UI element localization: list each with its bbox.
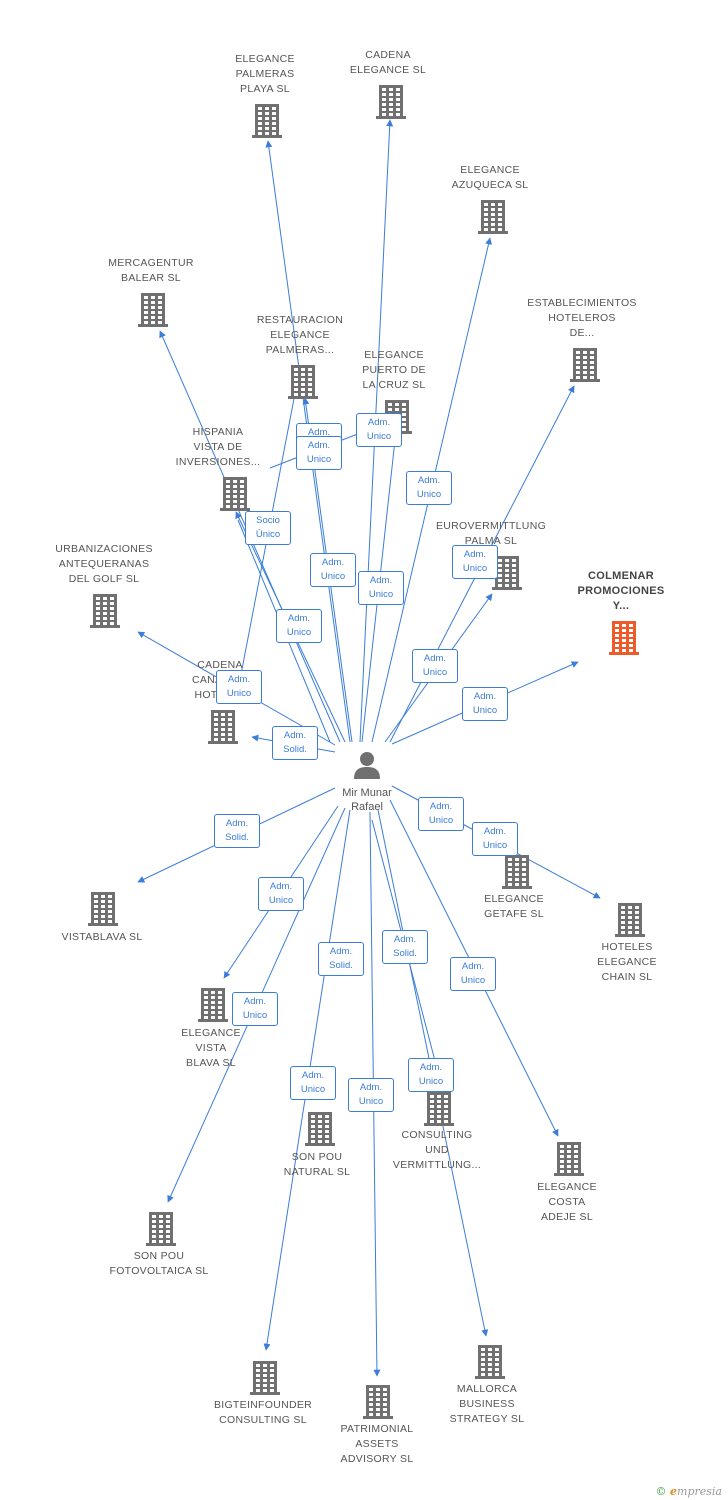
role-badge[interactable]: Adm. Solid. — [382, 930, 428, 964]
company-label-11[interactable]: COLMENAR PROMOCIONES Y... — [577, 570, 665, 612]
role-badge[interactable]: Adm. Unico — [358, 571, 404, 605]
building-icon[interactable] — [146, 1212, 176, 1246]
role-badge[interactable]: Adm. Unico — [406, 471, 452, 505]
building-icon[interactable] — [250, 1361, 280, 1395]
building-icon[interactable] — [208, 710, 238, 744]
company-label-17[interactable]: SON POU NATURAL SL — [283, 1151, 351, 1178]
company-label-1[interactable]: ELEGANCE PALMERAS PLAYA SL — [235, 53, 295, 95]
role-badge[interactable]: Adm. Solid. — [318, 942, 364, 976]
role-badge[interactable]: Adm. Unico — [408, 1058, 454, 1092]
role-badge[interactable]: Adm. Unico — [296, 436, 342, 470]
brand-rest: mpresia — [677, 1485, 722, 1498]
company-label-18[interactable]: CONSULTING UND VERMITTLUNG... — [392, 1129, 482, 1171]
role-badge[interactable]: Adm. Unico — [290, 1066, 336, 1100]
building-icon[interactable] — [570, 348, 600, 382]
role-badge[interactable]: Adm. Unico — [232, 992, 278, 1026]
person-name[interactable]: Mir Munar Rafael — [342, 787, 392, 813]
role-badge[interactable]: Adm. Unico — [452, 545, 498, 579]
company-label-15[interactable]: HOTELES ELEGANCE CHAIN SL — [597, 941, 657, 983]
person-icon[interactable] — [352, 750, 382, 780]
building-icon[interactable] — [554, 1142, 584, 1176]
company-label-20[interactable]: SON POU FOTOVOLTAICA SL — [109, 1250, 209, 1277]
company-label-4[interactable]: MERCAGENTUR BALEAR SL — [108, 257, 194, 284]
company-label-7[interactable]: ELEGANCE PUERTO DE LA CRUZ SL — [362, 349, 426, 391]
company-label-10[interactable]: URBANIZACIONES ANTEQUERANAS DEL GOLF SL — [55, 543, 153, 585]
empresia-logo[interactable]: © empresia — [656, 1485, 722, 1498]
company-label-2[interactable]: CADENA ELEGANCE SL — [349, 49, 427, 76]
building-icon[interactable] — [475, 1345, 505, 1379]
company-label-5[interactable]: ESTABLECIMIENTOS HOTELEROS DE... — [527, 297, 637, 339]
role-badge[interactable]: Adm. Unico — [418, 797, 464, 831]
company-label-9[interactable]: EUROVERMITTLUNG PALMA SL — [435, 520, 547, 547]
role-badge[interactable]: Adm. Solid. — [214, 814, 260, 848]
building-icon[interactable] — [198, 988, 228, 1022]
company-label-3[interactable]: ELEGANCE AZUQUECA SL — [451, 164, 529, 191]
role-badge[interactable]: Adm. Unico — [412, 649, 458, 683]
building-icon[interactable] — [305, 1112, 335, 1146]
building-icon[interactable] — [252, 104, 282, 138]
building-icon[interactable] — [615, 903, 645, 937]
role-badge[interactable]: Socio Único — [245, 511, 291, 545]
role-badge[interactable]: Adm. Unico — [276, 609, 322, 643]
role-badge[interactable]: Adm. Unico — [216, 670, 262, 704]
company-label-14[interactable]: VISTABLAVA SL — [61, 931, 143, 943]
building-icon[interactable] — [478, 200, 508, 234]
building-icon[interactable] — [609, 621, 639, 655]
building-icon[interactable] — [424, 1092, 454, 1126]
company-label-6[interactable]: RESTAURACION ELEGANCE PALMERAS... — [256, 314, 344, 356]
company-label-13[interactable]: ELEGANCE GETAFE SL — [484, 893, 544, 920]
role-badge[interactable]: Adm. Unico — [258, 877, 304, 911]
building-icon[interactable] — [88, 892, 118, 926]
building-icon[interactable] — [376, 85, 406, 119]
role-badge[interactable]: Adm. Unico — [310, 553, 356, 587]
role-badge[interactable]: Adm. Unico — [348, 1078, 394, 1112]
building-icon[interactable] — [363, 1385, 393, 1419]
brand-initial: e — [670, 1485, 678, 1498]
company-label-21[interactable]: BIGTEINFOUNDER CONSULTING SL — [213, 1399, 313, 1426]
role-badge[interactable]: Adm. Unico — [462, 687, 508, 721]
building-icon[interactable] — [492, 556, 522, 590]
company-label-16[interactable]: ELEGANCE VISTA BLAVA SL — [181, 1027, 241, 1069]
company-label-8[interactable]: HISPANIA VISTA DE INVERSIONES... — [175, 426, 261, 468]
building-icon[interactable] — [288, 365, 318, 399]
role-badge[interactable]: Adm. Unico — [356, 413, 402, 447]
copyright-symbol: © — [655, 1485, 667, 1498]
building-icon[interactable] — [220, 477, 250, 511]
building-icon[interactable] — [138, 293, 168, 327]
role-badge[interactable]: Adm. Solid. — [272, 726, 318, 760]
company-label-23[interactable]: MALLORCA BUSINESS STRATEGY SL — [449, 1383, 525, 1425]
role-badge[interactable]: Adm. Unico — [450, 957, 496, 991]
company-label-19[interactable]: ELEGANCE COSTA ADEJE SL — [537, 1181, 597, 1223]
company-label-22[interactable]: PATRIMONIAL ASSETS ADVISORY SL — [340, 1423, 414, 1465]
role-badge[interactable]: Adm. Unico — [472, 822, 518, 856]
building-icon[interactable] — [502, 855, 532, 889]
building-icon[interactable] — [90, 594, 120, 628]
